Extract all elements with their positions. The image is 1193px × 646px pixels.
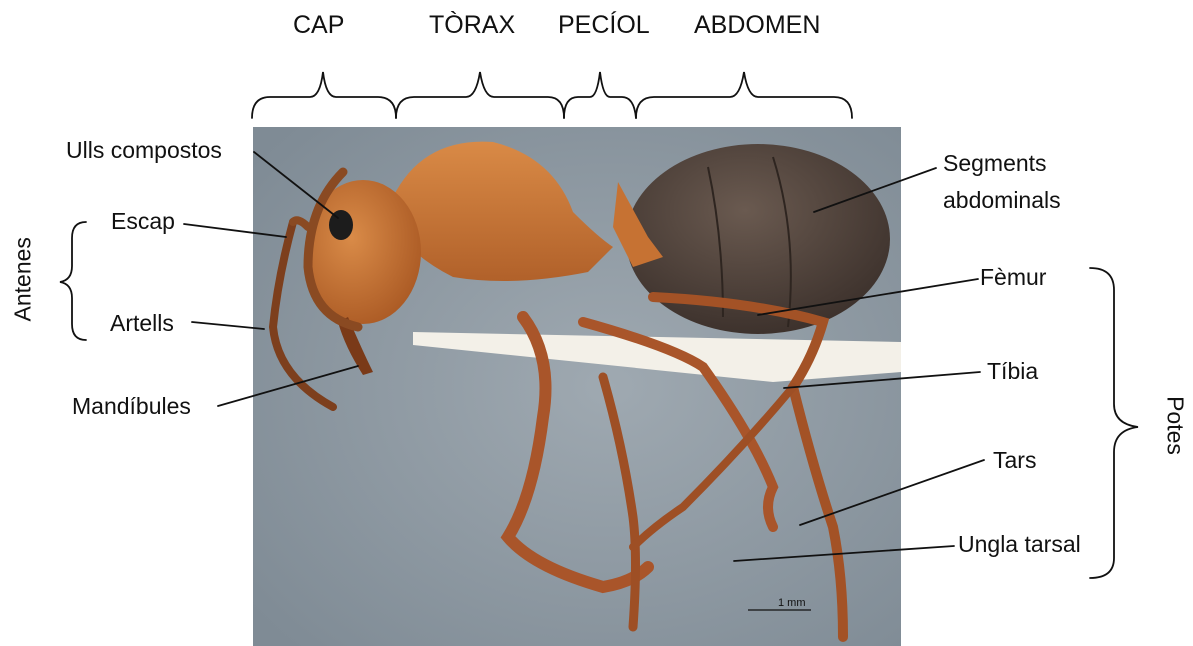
label-tibia: Tíbia	[987, 360, 1038, 383]
label-femur: Fèmur	[980, 266, 1046, 289]
label-mandibules: Mandíbules	[72, 395, 191, 418]
leader-femur	[758, 279, 978, 315]
label-ulls-compostos: Ulls compostos	[66, 139, 222, 162]
label-torax: TÒRAX	[429, 13, 515, 38]
brace-cap	[252, 72, 396, 118]
brace-abdomen	[636, 72, 852, 118]
leader-ulls	[254, 152, 338, 218]
label-ungla-tarsal: Ungla tarsal	[958, 533, 1081, 556]
leader-ungla	[734, 546, 954, 561]
label-potes: Potes	[1164, 391, 1187, 461]
label-segments-line2: abdominals	[943, 189, 1061, 212]
leader-tars	[800, 460, 984, 525]
leader-tibia	[784, 372, 980, 388]
leader-mandibules	[218, 366, 358, 406]
brace-torax	[396, 72, 564, 118]
leader-segments	[814, 168, 936, 212]
label-segments-line1: Segments	[943, 152, 1047, 175]
label-escap: Escap	[111, 210, 175, 233]
label-artells: Artells	[110, 312, 174, 335]
label-cap: CAP	[293, 13, 344, 38]
label-abdomen: ABDOMEN	[694, 13, 820, 38]
leader-escap	[184, 224, 286, 237]
brace-peciol	[564, 72, 636, 118]
brace-potes	[1090, 268, 1138, 578]
label-tars: Tars	[993, 449, 1036, 472]
brace-antenes	[60, 222, 86, 340]
label-antenes: Antenes	[12, 242, 35, 322]
leader-artells	[192, 322, 264, 329]
label-peciol: PECÍOL	[558, 13, 650, 38]
